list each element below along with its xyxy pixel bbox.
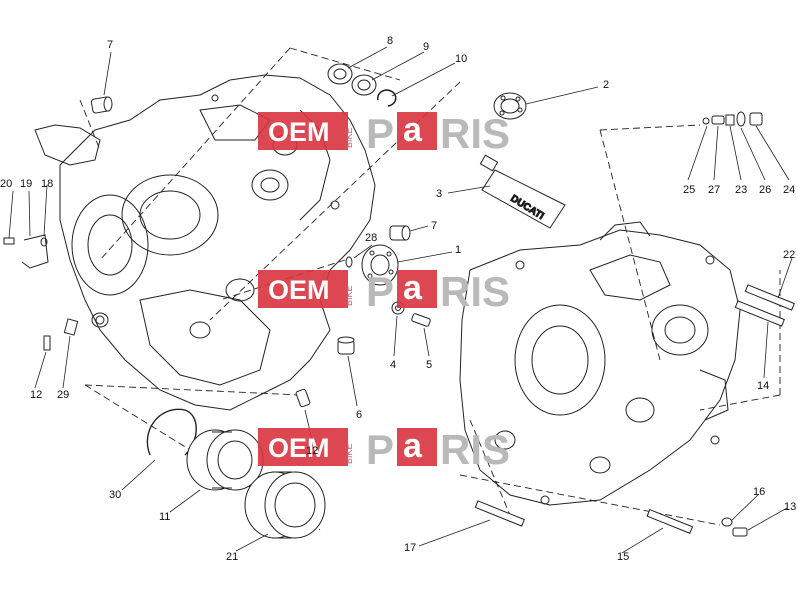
watermark-parts-p: P bbox=[366, 268, 394, 315]
watermark-bike-text: BIKE bbox=[344, 443, 354, 464]
leader-lines bbox=[8, 46, 793, 554]
callout-19: 19 bbox=[20, 178, 32, 190]
callout-10: 10 bbox=[455, 53, 467, 65]
parts-23-27-valve-group bbox=[702, 111, 763, 127]
callout-16: 16 bbox=[753, 486, 765, 498]
part-15-bolt bbox=[646, 508, 694, 534]
callout-4: 4 bbox=[390, 359, 396, 371]
part-9-bearing bbox=[351, 74, 377, 96]
callout-23: 23 bbox=[735, 184, 747, 196]
callout-12-mid: 12 bbox=[306, 445, 318, 457]
callout-9: 9 bbox=[423, 41, 429, 53]
watermark-bottom: OEM BIKE P a RIS bbox=[258, 426, 510, 473]
callout-2: 2 bbox=[603, 79, 609, 91]
watermark-parts-a: a bbox=[403, 111, 423, 149]
callout-25: 25 bbox=[683, 184, 695, 196]
part-8-seal bbox=[327, 63, 353, 85]
part-21-bushing bbox=[244, 471, 326, 539]
watermark-parts-ris: RIS bbox=[440, 268, 510, 315]
callout-30: 30 bbox=[109, 489, 121, 501]
watermark-parts-a: a bbox=[403, 427, 423, 465]
part-30-circlip bbox=[146, 408, 197, 456]
callout-26: 26 bbox=[759, 184, 771, 196]
parts-16-13-washer-screw bbox=[721, 517, 748, 537]
callout-13: 13 bbox=[784, 501, 796, 513]
callout-14: 14 bbox=[757, 380, 769, 392]
part-7-dowel-mid bbox=[389, 225, 411, 241]
watermark-bike-text: BIKE bbox=[344, 285, 354, 306]
callout-12-left: 12 bbox=[30, 389, 42, 401]
callout-6: 6 bbox=[356, 409, 362, 421]
part-3-sealant-tube: DUCATI bbox=[479, 154, 566, 229]
callout-1: 1 bbox=[455, 244, 461, 256]
part-1-bearing bbox=[361, 244, 399, 286]
watermark-oem-text: OEM bbox=[268, 117, 330, 147]
callout-11: 11 bbox=[159, 511, 170, 523]
callout-3: 3 bbox=[436, 188, 442, 200]
watermark-top: OEM BIKE P a RIS bbox=[258, 110, 510, 157]
part-28-oring bbox=[345, 256, 353, 268]
callout-27: 27 bbox=[708, 184, 720, 196]
watermark-parts-p: P bbox=[366, 110, 394, 157]
callout-5: 5 bbox=[426, 359, 432, 371]
callout-labels: 1 2 3 4 5 6 7 7 8 9 10 11 12 12 13 14 15… bbox=[0, 35, 796, 563]
watermark-bike-text: BIKE bbox=[344, 127, 354, 148]
callout-17: 17 bbox=[404, 542, 416, 554]
callout-24: 24 bbox=[783, 184, 795, 196]
part-10-circlip bbox=[376, 89, 397, 107]
part-5-screw bbox=[411, 313, 431, 327]
callout-7-top: 7 bbox=[107, 39, 113, 51]
callout-28: 28 bbox=[365, 232, 377, 244]
part-17-bolt bbox=[474, 500, 525, 527]
watermark-oem-text: OEM bbox=[268, 433, 330, 463]
part-6-plug bbox=[337, 336, 355, 355]
part-2-bearing bbox=[493, 92, 527, 120]
watermark-parts-ris: RIS bbox=[440, 110, 510, 157]
callout-29: 29 bbox=[57, 389, 69, 401]
part-11-main-bearing bbox=[186, 429, 264, 491]
part-29-stud bbox=[63, 318, 79, 336]
callout-8: 8 bbox=[387, 35, 393, 47]
callout-20: 20 bbox=[0, 178, 12, 190]
callout-18: 18 bbox=[41, 178, 53, 190]
callout-21: 21 bbox=[226, 551, 238, 563]
part-7-dowel-top bbox=[90, 96, 113, 114]
callout-7-mid: 7 bbox=[431, 220, 437, 232]
part-12-stud-left bbox=[43, 335, 51, 351]
callout-22: 22 bbox=[783, 249, 795, 261]
parts-18-19-20-clip bbox=[3, 234, 49, 269]
watermark-parts-ris: RIS bbox=[440, 426, 510, 473]
parts-22-14-long-bolts bbox=[734, 284, 795, 327]
watermark-parts-a: a bbox=[403, 269, 423, 307]
callout-15: 15 bbox=[617, 551, 629, 563]
watermark-middle: OEM BIKE P a RIS bbox=[258, 268, 510, 315]
part-12-stud-mid bbox=[295, 388, 311, 408]
watermark-oem-text: OEM bbox=[268, 275, 330, 305]
watermark-parts-p: P bbox=[366, 426, 394, 473]
